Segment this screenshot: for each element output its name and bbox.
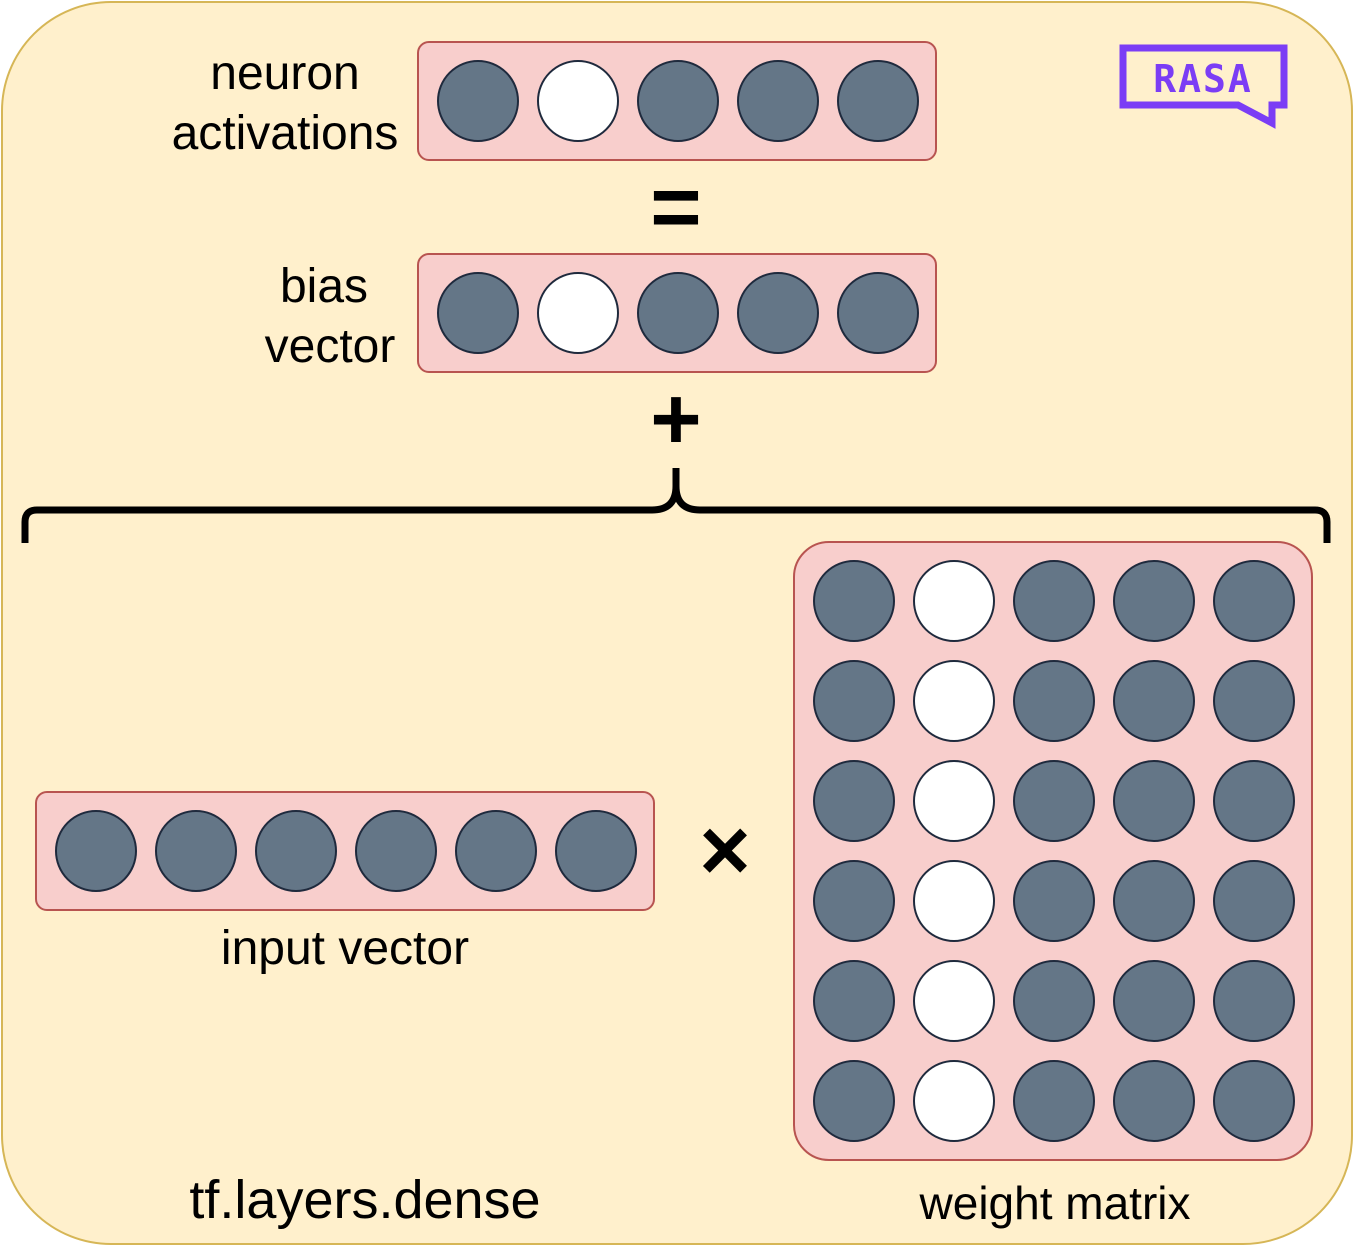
weight-row-4-neuron-1 bbox=[813, 860, 895, 942]
weight-row-4-neuron-3 bbox=[1013, 860, 1095, 942]
activation-neuron-4 bbox=[737, 60, 819, 142]
input-neuron-4 bbox=[355, 810, 437, 892]
bias-vector-label: bias vector bbox=[230, 257, 430, 377]
activation-neuron-2-active bbox=[537, 60, 619, 142]
weight-row-3-neuron-5 bbox=[1213, 760, 1295, 842]
neuron-activations-vector bbox=[417, 41, 937, 161]
weight-row-1-neuron-1 bbox=[813, 560, 895, 642]
activation-neuron-3 bbox=[637, 60, 719, 142]
weight-row-1-neuron-2-active bbox=[913, 560, 995, 642]
plus-operator: + bbox=[650, 369, 702, 468]
input-neuron-6 bbox=[555, 810, 637, 892]
weight-row-6-neuron-1 bbox=[813, 1060, 895, 1142]
weight-row-6-neuron-3 bbox=[1013, 1060, 1095, 1142]
neuron-activations-label-line1: neuron bbox=[210, 47, 360, 100]
weight-row-3-neuron-4 bbox=[1113, 760, 1195, 842]
input-neuron-3 bbox=[255, 810, 337, 892]
input-neuron-1 bbox=[55, 810, 137, 892]
weight-row-3-neuron-1 bbox=[813, 760, 895, 842]
weight-row-2-neuron-1 bbox=[813, 660, 895, 742]
layer-name-label: tf.layers.dense bbox=[189, 1170, 541, 1230]
bias-neuron-2-active bbox=[537, 272, 619, 354]
activation-neuron-5 bbox=[837, 60, 919, 142]
bias-vector bbox=[417, 253, 937, 373]
bias-neuron-1 bbox=[437, 272, 519, 354]
weight-row-2-neuron-2-active bbox=[913, 660, 995, 742]
weight-row-6-neuron-4 bbox=[1113, 1060, 1195, 1142]
input-neuron-5 bbox=[455, 810, 537, 892]
neuron-activations-label: neuron activations bbox=[150, 44, 420, 164]
weight-row-5-neuron-5 bbox=[1213, 960, 1295, 1042]
input-vector-label: input vector bbox=[220, 922, 470, 975]
input-vector bbox=[35, 791, 655, 911]
weight-matrix-label: weight matrix bbox=[919, 1177, 1191, 1229]
bias-vector-label-line1: bias bbox=[279, 260, 369, 313]
weight-row-5-neuron-1 bbox=[813, 960, 895, 1042]
activation-neuron-1 bbox=[437, 60, 519, 142]
weight-row-3-neuron-3 bbox=[1013, 760, 1095, 842]
weight-row-2-neuron-3 bbox=[1013, 660, 1095, 742]
equals-operator: = bbox=[650, 157, 702, 256]
weight-row-1-neuron-4 bbox=[1113, 560, 1195, 642]
weight-matrix bbox=[793, 541, 1313, 1161]
weight-row-1-neuron-5 bbox=[1213, 560, 1295, 642]
weight-row-6-neuron-2-active bbox=[913, 1060, 995, 1142]
bias-neuron-3 bbox=[637, 272, 719, 354]
weight-row-4-neuron-5 bbox=[1213, 860, 1295, 942]
weight-row-5-neuron-3 bbox=[1013, 960, 1095, 1042]
weight-row-4-neuron-4 bbox=[1113, 860, 1195, 942]
weight-row-6-neuron-5 bbox=[1213, 1060, 1295, 1142]
bias-neuron-5 bbox=[837, 272, 919, 354]
bias-vector-label-line2: vector bbox=[264, 320, 396, 373]
weight-row-1-neuron-3 bbox=[1013, 560, 1095, 642]
weight-row-3-neuron-2-active bbox=[913, 760, 995, 842]
input-neuron-2 bbox=[155, 810, 237, 892]
times-operator: × bbox=[699, 800, 751, 899]
bias-neuron-4 bbox=[737, 272, 819, 354]
weight-row-2-neuron-5 bbox=[1213, 660, 1295, 742]
weight-row-2-neuron-4 bbox=[1113, 660, 1195, 742]
weight-row-4-neuron-2-active bbox=[913, 860, 995, 942]
weight-row-5-neuron-2-active bbox=[913, 960, 995, 1042]
neuron-activations-label-line2: activations bbox=[171, 107, 399, 160]
weight-row-5-neuron-4 bbox=[1113, 960, 1195, 1042]
